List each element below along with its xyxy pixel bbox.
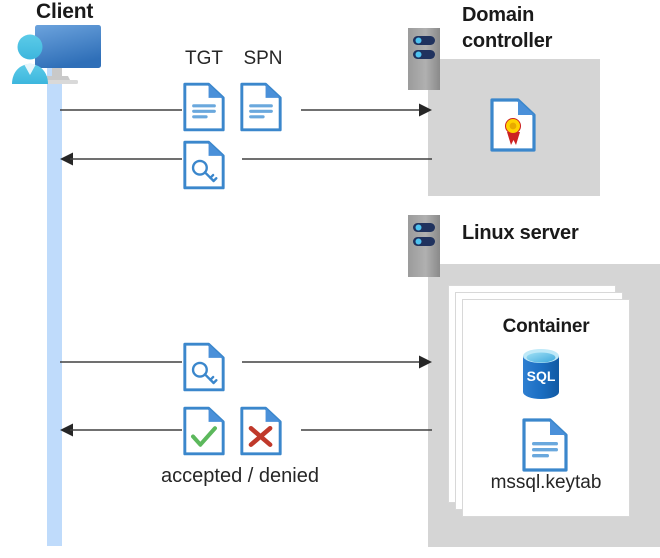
document-icon	[183, 82, 225, 137]
check-document-icon	[183, 406, 225, 461]
cross-document-icon	[240, 406, 282, 461]
accepted-denied-label: accepted / denied	[161, 465, 319, 487]
key-document-icon	[183, 342, 225, 397]
message-arrow-client-to-linux	[60, 348, 432, 376]
svg-text:SQL: SQL	[527, 368, 556, 384]
key-document-icon	[183, 140, 225, 195]
certificate-document-icon	[490, 98, 536, 157]
keytab-document-icon	[522, 418, 568, 477]
message-arrow-linux-to-client	[60, 416, 432, 444]
client-lifeline	[47, 62, 62, 546]
client-computer-icon	[8, 22, 108, 92]
server-rack-icon	[408, 28, 440, 90]
client-title: Client	[36, 0, 94, 23]
keytab-label: mssql.keytab	[490, 472, 602, 493]
dc-title-line-1: Domain	[462, 4, 535, 26]
container-card-front: Container	[462, 299, 630, 517]
message-arrow-dc-to-client	[60, 145, 432, 173]
domain-controller-title: Domain controller	[462, 2, 642, 54]
sql-database-icon: SQL	[518, 347, 564, 406]
server-rack-icon	[408, 215, 440, 277]
linux-server-title: Linux server	[462, 222, 579, 244]
spn-label: SPN	[243, 48, 283, 69]
dc-title-line-2: controller	[462, 30, 553, 52]
message-arrow-client-to-dc	[60, 96, 432, 124]
tgt-label: TGT	[185, 48, 223, 69]
document-icon	[240, 82, 282, 137]
container-title: Container	[502, 316, 590, 337]
